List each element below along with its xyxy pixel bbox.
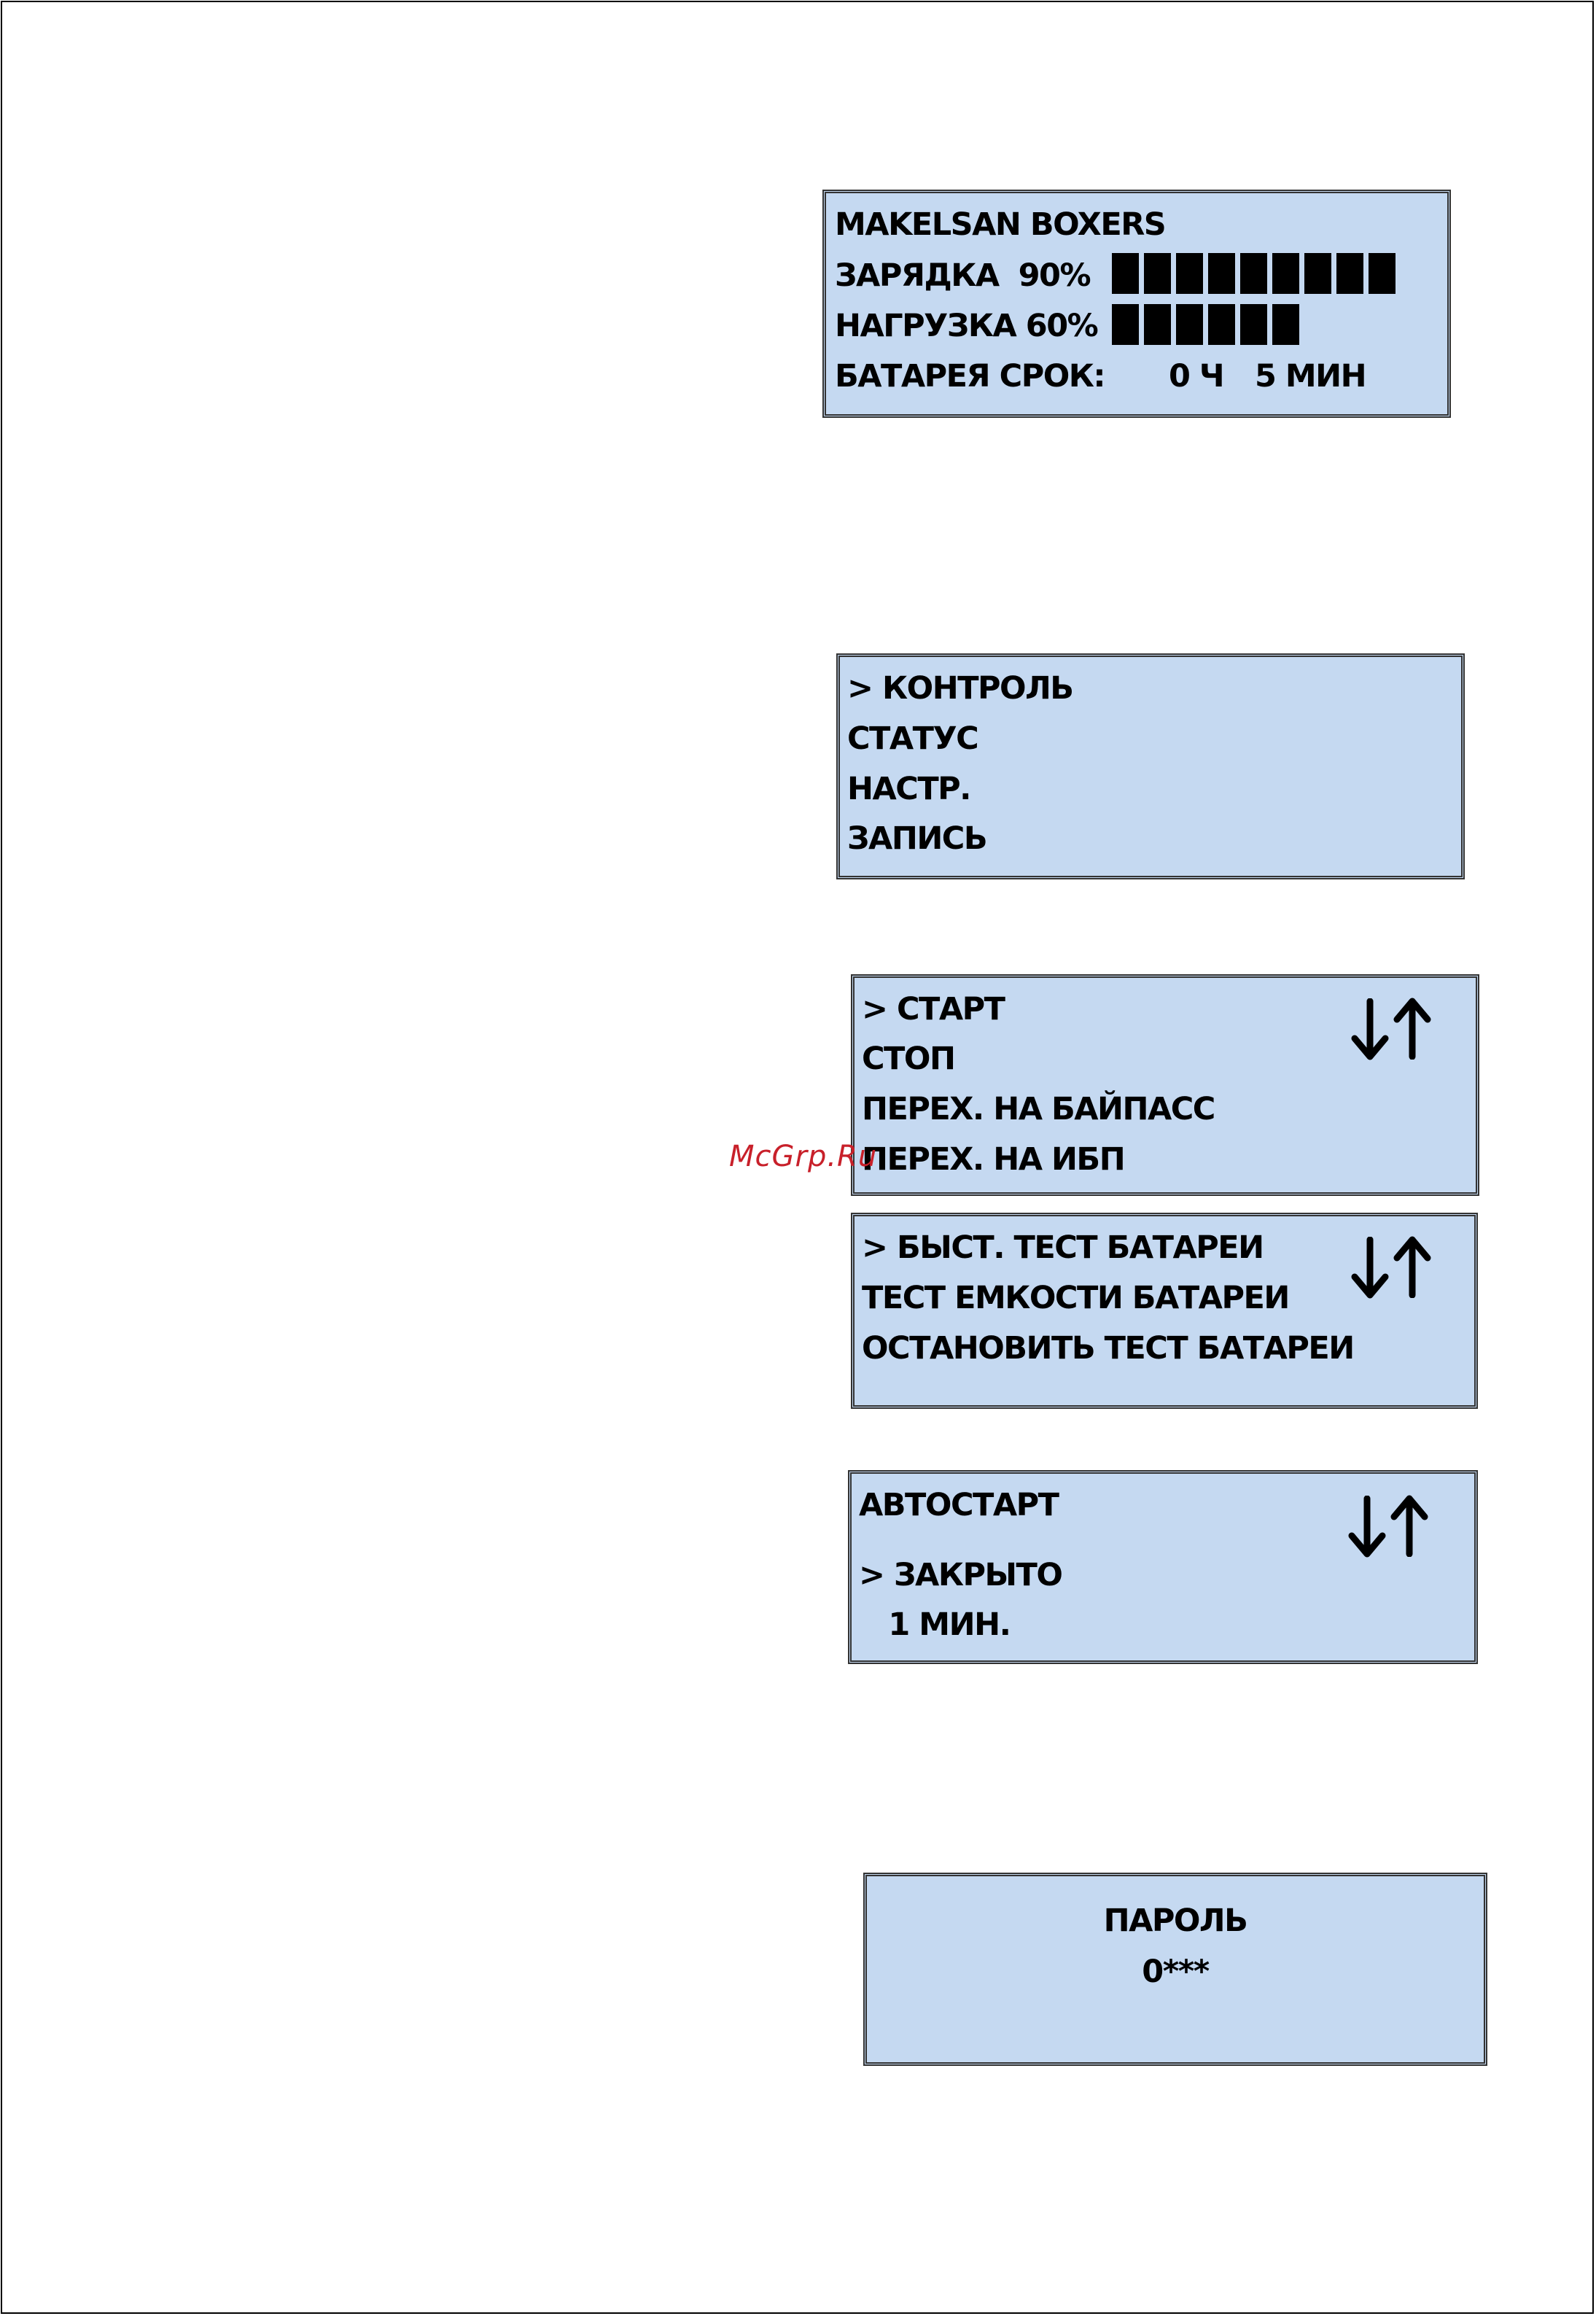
level-segment	[1144, 253, 1171, 294]
menu-item-battery-capacity-test[interactable]: ТЕСТ ЕМКОСТИ БАТАРЕИ	[862, 1283, 1289, 1314]
menu-item-stop-battery-test[interactable]: ОСТАНОВИТЬ ТЕСТ БАТАРЕИ	[862, 1333, 1354, 1364]
menu-item-bypass[interactable]: ПЕРЕХ. НА БАЙПАСС	[862, 1094, 1215, 1125]
arrow-down-icon	[1350, 1237, 1390, 1299]
battery-time-label: БАТАРЕЯ СРОК:	[835, 361, 1105, 392]
menu-item-settings[interactable]: НАСТР.	[847, 774, 970, 805]
level-segment	[1112, 253, 1139, 294]
menu-item-ups[interactable]: ПЕРЕХ. НА ИБП	[862, 1144, 1124, 1176]
menu-item-status[interactable]: СТАТУС	[847, 723, 978, 755]
lcd-password-screen: ПАРОЛЬ 0***	[863, 1873, 1487, 2066]
level-segment	[1336, 253, 1363, 294]
lcd-main-menu: > КОНТРОЛЬ СТАТУС НАСТР. ЗАПИСЬ	[836, 653, 1465, 879]
menu-item-stop[interactable]: СТОП	[862, 1044, 954, 1075]
charge-level-bar	[1112, 253, 1395, 294]
battery-minutes: 5 МИН	[1255, 361, 1366, 392]
menu-item-log[interactable]: ЗАПИСЬ	[847, 823, 986, 855]
menu-item-quick-battery-test[interactable]: > БЫСТ. ТЕСТ БАТАРЕИ	[862, 1232, 1264, 1264]
level-segment	[1240, 304, 1267, 345]
level-segment	[1240, 253, 1267, 294]
arrow-up-icon	[1393, 997, 1432, 1060]
charge-label: ЗАРЯДКА 90%	[835, 260, 1090, 292]
level-segment	[1112, 304, 1139, 345]
watermark: McGrp.Ru	[729, 1140, 877, 1173]
level-segment	[1369, 253, 1395, 294]
level-segment	[1304, 253, 1331, 294]
arrow-down-icon	[1350, 998, 1390, 1061]
arrow-up-icon	[1390, 1494, 1429, 1557]
menu-item-control[interactable]: > КОНТРОЛЬ	[847, 673, 1073, 704]
password-title: ПАРОЛЬ	[867, 1905, 1484, 1937]
autostart-title: АВТОСТАРТ	[859, 1490, 1058, 1521]
option-1-min[interactable]: 1 МИН.	[859, 1609, 1010, 1641]
level-segment	[1272, 253, 1299, 294]
level-segment	[1208, 253, 1235, 294]
password-field[interactable]: 0***	[867, 1956, 1484, 1988]
arrow-up-icon	[1393, 1235, 1432, 1298]
lcd-autostart-menu: АВТОСТАРТ > ЗАКРЫТО 1 МИН.	[848, 1470, 1478, 1664]
menu-item-start[interactable]: > СТАРТ	[862, 994, 1005, 1025]
level-segment	[1144, 304, 1171, 345]
level-segment	[1176, 253, 1203, 294]
level-segment	[1176, 304, 1203, 345]
battery-hours: 0 Ч	[1169, 361, 1223, 392]
level-segment	[1208, 304, 1235, 345]
load-label: НАГРУЗКА 60%	[835, 311, 1097, 342]
load-level-bar	[1112, 304, 1299, 345]
lcd-battery-test-menu: > БЫСТ. ТЕСТ БАТАРЕИ ТЕСТ ЕМКОСТИ БАТАРЕ…	[851, 1213, 1478, 1409]
device-title: MAKELSAN BOXERS	[835, 209, 1165, 241]
lcd-control-menu: > СТАРТ СТОП ПЕРЕХ. НА БАЙПАСС ПЕРЕХ. НА…	[851, 974, 1479, 1196]
level-segment	[1272, 304, 1299, 345]
arrow-down-icon	[1347, 1496, 1387, 1558]
lcd-status-screen: MAKELSAN BOXERS ЗАРЯДКА 90% НАГРУЗКА 60%…	[822, 190, 1451, 418]
option-closed[interactable]: > ЗАКРЫТО	[859, 1560, 1062, 1591]
